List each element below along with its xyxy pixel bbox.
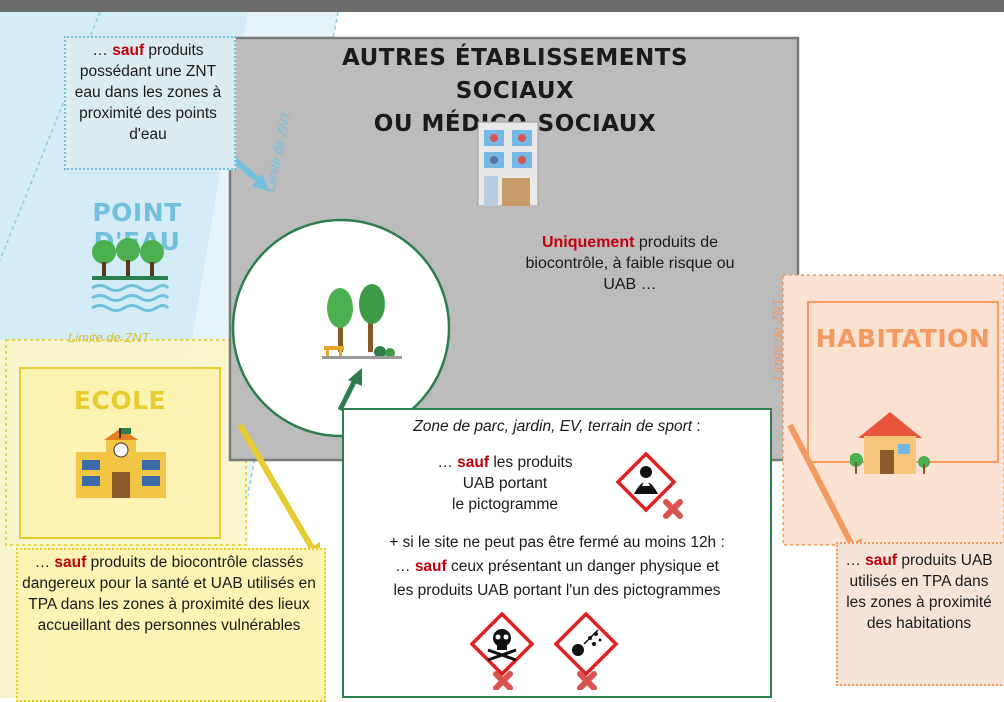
house-znt-label: Limite de ZNT (770, 298, 785, 380)
school-note-box (16, 548, 326, 702)
top-bar (0, 0, 1004, 12)
house-note-box (836, 542, 1004, 686)
park-box-line1-b: UAB portant (462, 475, 548, 492)
park-box-line1: … sauf les produits UAB portant le picto… (400, 452, 610, 515)
main-title-line1: AUTRES ÉTABLISSEMENTS SOCIAUX (341, 45, 689, 104)
park-box-line4: les produits UAB portant l'un des pictog… (393, 582, 721, 599)
building-icon (477, 121, 539, 206)
main-title: AUTRES ÉTABLISSEMENTS SOCIAUX OU MÉDICO-… (300, 42, 730, 141)
water-trees-icon (91, 238, 170, 312)
park-box-line3: … sauf ceux présentant un danger physiqu… (395, 558, 719, 575)
health-hazard-pictogram (615, 451, 683, 519)
school-note: … sauf produits de biocontrôle classés d… (22, 554, 316, 634)
park-arrow (337, 368, 362, 412)
park-box (342, 408, 772, 698)
skull-pictogram (470, 612, 535, 690)
house-icon (850, 412, 930, 474)
park-box-line1-c: le pictogramme (452, 496, 558, 513)
park-trees-icon (322, 284, 402, 359)
school-title: ECOLE (73, 386, 167, 415)
main-note: Uniquement produits de biocontrôle, à fa… (525, 234, 735, 293)
cross-icon (663, 499, 683, 519)
cross-icon (577, 671, 597, 690)
school-icon (76, 428, 166, 498)
house-title: HABITATION (815, 324, 991, 353)
park-box-line2: + si le site ne peut pas être fermé au m… (389, 534, 725, 551)
water-note-box (64, 36, 236, 170)
house-note: … sauf produits UAB utilisés en TPA dans… (845, 552, 993, 632)
explosive-pictogram (554, 612, 619, 690)
school-znt-label: Limite de ZNT (68, 330, 150, 345)
water-note: … sauf produits possédant une ZNT eau da… (74, 42, 222, 143)
cross-icon (493, 671, 513, 690)
park-box-title: Zone de parc, jardin, EV, terrain de spo… (413, 418, 701, 435)
